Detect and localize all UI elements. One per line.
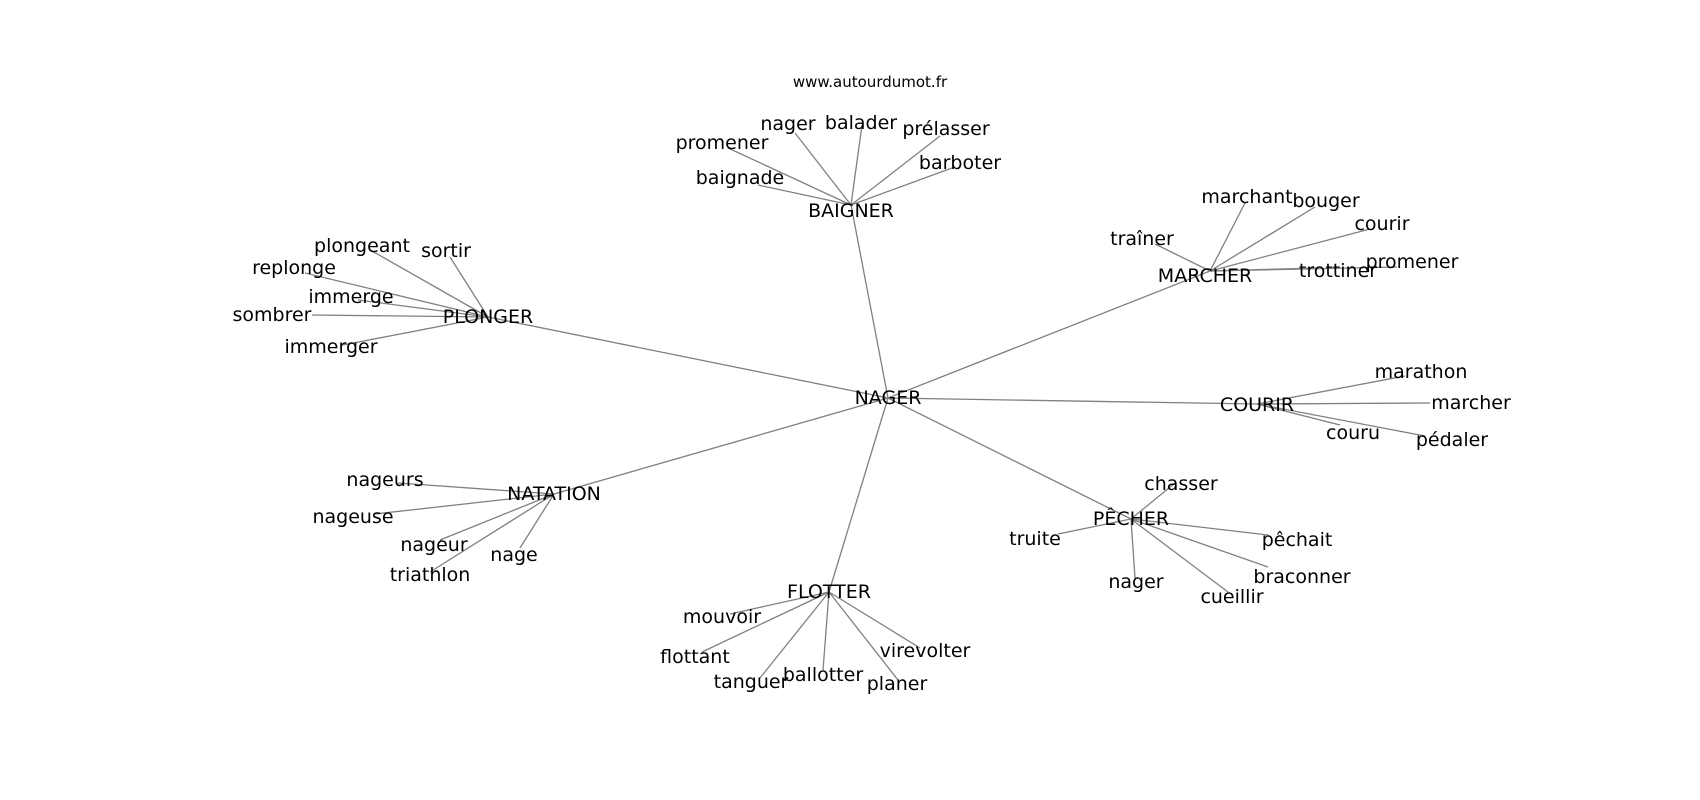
edge-plonger-immerger	[342, 316, 489, 346]
word-node-flotter-planer[interactable]: planer	[867, 673, 928, 695]
word-node-natation-nage[interactable]: nage	[490, 544, 537, 566]
word-node-baigner-barboter[interactable]: barboter	[919, 152, 1001, 174]
edge-natation-nage	[519, 493, 555, 549]
word-node-marcher-trottiner[interactable]: trottiner	[1299, 260, 1377, 282]
group-node-baigner[interactable]: BAIGNER	[808, 200, 894, 222]
edge-baigner-balader	[850, 124, 863, 206]
edge-pecher-braconner	[1130, 518, 1269, 568]
edge-marcher-trottiner	[1209, 267, 1319, 272]
site-watermark[interactable]: www.autourdumot.fr	[793, 73, 948, 91]
word-node-flotter-tanguer[interactable]: tanguer	[714, 671, 789, 693]
edge-nager-plonger	[487, 316, 889, 399]
edge-courir-marathon	[1256, 375, 1406, 405]
edge-flotter-ballotter	[822, 591, 830, 671]
edge-nager-natation	[553, 397, 889, 495]
center-node-nager[interactable]: NAGER	[855, 387, 922, 409]
group-node-flotter[interactable]: FLOTTER	[787, 581, 871, 603]
word-node-natation-nageur[interactable]: nageur	[400, 534, 467, 556]
edge-flotter-mouvoir	[729, 591, 830, 615]
edge-baigner-baignade	[757, 184, 852, 206]
word-node-marcher-promener[interactable]: promener	[1366, 251, 1459, 273]
edge-plonger-sortir	[449, 256, 489, 318]
word-node-pecher-pechait[interactable]: pêchait	[1262, 529, 1333, 551]
word-node-baigner-prelasser[interactable]: prélasser	[902, 118, 990, 140]
word-node-baigner-balader[interactable]: balader	[825, 112, 897, 134]
edge-courir-pedaler	[1256, 403, 1426, 437]
word-node-natation-nageuse[interactable]: nageuse	[312, 506, 393, 528]
edge-marcher-trainer	[1154, 243, 1211, 272]
edge-natation-nageur	[439, 493, 555, 541]
group-node-natation[interactable]: NATATION	[507, 483, 601, 505]
edge-baigner-prelasser	[850, 135, 941, 206]
word-node-pecher-nager[interactable]: nager	[1108, 571, 1163, 593]
word-node-courir-couru[interactable]: couru	[1326, 422, 1380, 444]
edge-plonger-sombrer	[311, 314, 489, 318]
edge-marcher-marchant	[1209, 202, 1246, 272]
word-node-marcher-trainer[interactable]: traîner	[1110, 228, 1174, 250]
edge-pecher-pechait	[1130, 518, 1269, 536]
edge-baigner-nager	[794, 132, 852, 206]
edge-baigner-barboter	[850, 167, 953, 206]
word-node-courir-marathon[interactable]: marathon	[1375, 361, 1468, 383]
edge-pecher-chasser	[1130, 482, 1176, 520]
edge-flotter-tanguer	[759, 591, 830, 679]
word-node-courir-pedaler[interactable]: pédaler	[1416, 429, 1488, 451]
word-node-courir-marcher[interactable]: marcher	[1431, 392, 1511, 414]
word-node-plonger-sombrer[interactable]: sombrer	[233, 304, 312, 326]
word-node-marcher-courir[interactable]: courir	[1354, 213, 1409, 235]
word-node-baigner-baignade[interactable]: baignade	[696, 167, 784, 189]
edge-flotter-flottant	[701, 591, 830, 653]
edge-baigner-promener	[727, 147, 852, 206]
edge-courir-couru	[1256, 403, 1341, 426]
word-node-flotter-virevolter[interactable]: virevolter	[880, 640, 971, 662]
group-node-marcher[interactable]: MARCHER	[1158, 265, 1252, 287]
word-node-flotter-mouvoir[interactable]: mouvoir	[683, 606, 761, 628]
edge-natation-nageuse	[374, 493, 555, 515]
word-node-marcher-marchant[interactable]: marchant	[1201, 186, 1292, 208]
edge-marcher-bouger	[1209, 206, 1316, 272]
word-node-plonger-plongeant[interactable]: plongeant	[314, 235, 410, 257]
edge-nager-marcher	[887, 270, 1211, 399]
edge-nager-courir	[887, 397, 1258, 405]
group-node-courir[interactable]: COURIR	[1220, 394, 1294, 416]
graph-edges	[304, 124, 1431, 681]
edge-plonger-immerge	[357, 299, 489, 318]
word-node-marcher-bouger[interactable]: bouger	[1292, 190, 1359, 212]
edge-courir-marcher	[1256, 402, 1431, 405]
word-node-baigner-promener[interactable]: promener	[676, 132, 769, 154]
word-node-pecher-cueillir[interactable]: cueillir	[1200, 586, 1263, 608]
word-node-natation-triathlon[interactable]: triathlon	[390, 564, 471, 586]
edge-plonger-replonge	[304, 272, 489, 318]
edge-natation-triathlon	[429, 493, 555, 573]
word-node-flotter-flottant[interactable]: flottant	[660, 646, 730, 668]
word-node-natation-nageurs[interactable]: nageurs	[346, 469, 423, 491]
edge-nager-flotter	[828, 397, 889, 593]
word-node-baigner-nager[interactable]: nager	[760, 113, 815, 135]
edge-marcher-courir	[1209, 228, 1371, 272]
word-node-pecher-braconner[interactable]: braconner	[1253, 566, 1350, 588]
edge-plonger-plongeant	[371, 250, 489, 318]
word-node-plonger-immerge[interactable]: immerge	[308, 286, 393, 308]
edge-pecher-nager	[1130, 518, 1136, 579]
word-node-pecher-truite[interactable]: truite	[1009, 528, 1061, 550]
word-node-plonger-replonge[interactable]: replonge	[252, 257, 336, 279]
edge-natation-nageurs	[397, 482, 555, 495]
edge-nager-baigner	[850, 204, 889, 399]
word-node-plonger-immerger[interactable]: immerger	[284, 336, 377, 358]
edge-pecher-cueillir	[1130, 518, 1229, 593]
edge-nager-pecher	[887, 397, 1132, 520]
word-node-flotter-ballotter[interactable]: ballotter	[783, 664, 863, 686]
edge-pecher-truite	[1057, 518, 1132, 535]
word-node-plonger-sortir[interactable]: sortir	[421, 240, 471, 262]
word-node-pecher-chasser[interactable]: chasser	[1144, 473, 1218, 495]
edge-flotter-virevolter	[828, 591, 921, 649]
group-node-pecher[interactable]: PÊCHER	[1093, 507, 1169, 530]
edge-flotter-planer	[828, 591, 899, 681]
group-node-plonger[interactable]: PLONGER	[443, 306, 533, 328]
